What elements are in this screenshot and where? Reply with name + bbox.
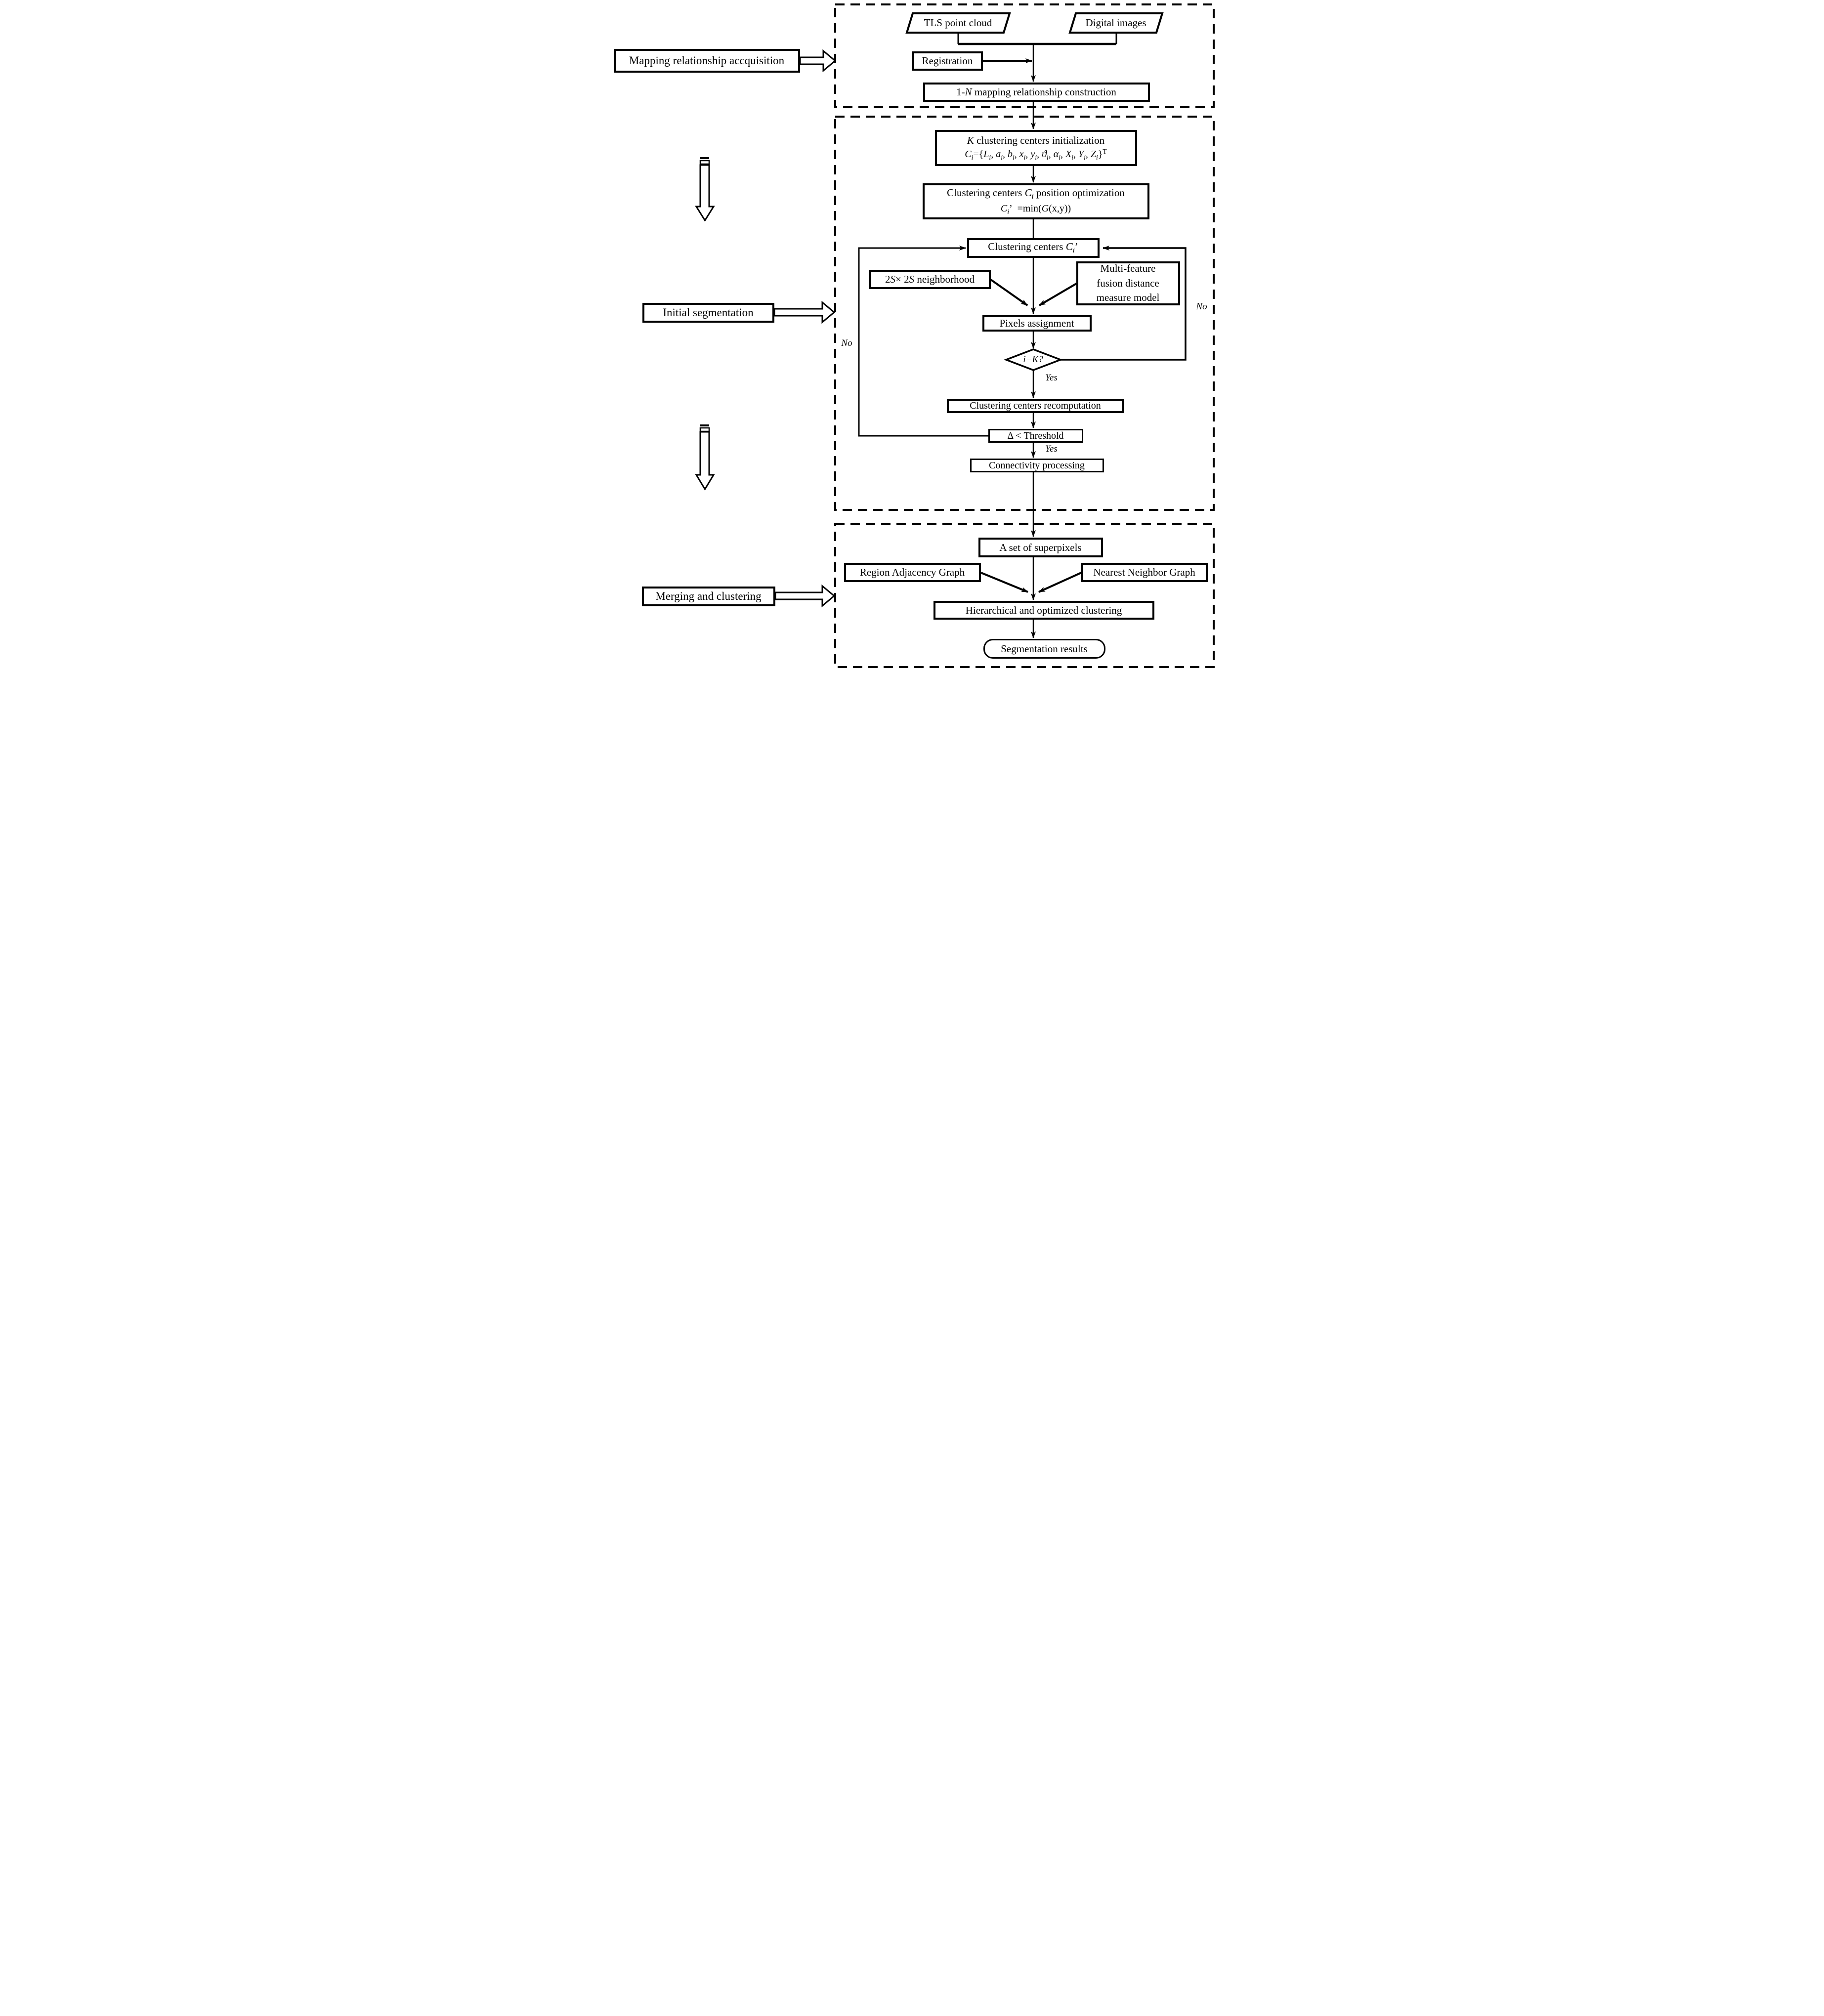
- phase-arrow-2-icon: [773, 300, 835, 324]
- connectivity-text: Connectivity processing: [989, 460, 1085, 471]
- decision-text: i=K?: [1023, 354, 1043, 365]
- phase-label-merging: Merging and clustering: [641, 587, 775, 606]
- phase-label-mapping: Mapping relationship accquisition: [613, 49, 800, 73]
- neighborhood-text: 2S× 2S neighborhood: [885, 273, 975, 286]
- no-right-text: No: [1196, 301, 1207, 312]
- phase-label-initial-text: Initial segmentation: [663, 306, 754, 319]
- flowchart: Mapping relationship accquisition Initia…: [608, 0, 1216, 672]
- edge-multifeature-diagonal: [1038, 283, 1077, 306]
- node-connectivity-processing: Connectivity processing: [970, 459, 1104, 472]
- node-mapping-construction: 1-N mapping relationship construction: [923, 83, 1150, 102]
- rag-text: Region Adjacency Graph: [859, 566, 965, 579]
- digital-parallelogram-shape: [1068, 12, 1164, 34]
- node-k-centers-initialization: K clustering centers initialization Ci={…: [934, 130, 1137, 166]
- phase-arrow-icons: [773, 49, 836, 608]
- node-position-optimization: Clustering centers Ci position optimizat…: [922, 183, 1149, 219]
- node-registration: Registration: [912, 51, 983, 71]
- phase-arrow-3-icon: [774, 584, 835, 608]
- node-region-adjacency-graph: Region Adjacency Graph: [844, 563, 981, 582]
- mapping-text: 1-N mapping relationship construction: [956, 86, 1116, 98]
- striped-down-arrow-2-icon: [694, 424, 715, 491]
- phase-frame-merging: [834, 523, 1215, 668]
- node-segmentation-results: Segmentation results: [983, 639, 1105, 659]
- node-nearest-neighbor-graph: Nearest Neighbor Graph: [1081, 563, 1208, 582]
- phase-label-initial: Initial segmentation: [642, 303, 774, 323]
- phase-arrow-1-icon: [799, 49, 836, 73]
- digital-text: Digital images: [1085, 17, 1146, 29]
- tls-text: TLS point cloud: [924, 17, 992, 29]
- edge-rag-diagonal: [980, 572, 1028, 593]
- node-tls-point-cloud: TLS point cloud: [907, 13, 1010, 33]
- node-delta-threshold: Δ < Threshold: [988, 429, 1083, 443]
- edge-label-no-right: No: [1190, 300, 1213, 313]
- recomputation-text: Clustering centers recomputation: [970, 400, 1101, 411]
- node-digital-images: Digital images: [1070, 13, 1162, 33]
- node-2s-neighborhood: 2S× 2S neighborhood: [869, 270, 991, 289]
- yes-decision-text: Yes: [1045, 373, 1058, 383]
- threshold-text: Δ < Threshold: [1007, 430, 1064, 441]
- hierarchical-text: Hierarchical and optimized clustering: [965, 604, 1122, 616]
- edge-threshold-no-loop: [858, 246, 988, 437]
- node-clustering-centers: Clustering centers Ci’: [967, 238, 1100, 258]
- phase-frame-mapping: [834, 3, 1215, 108]
- edge-neighborhood-diagonal: [990, 279, 1028, 306]
- registration-text: Registration: [922, 55, 973, 67]
- edge-label-yes-decision: Yes: [1039, 372, 1064, 384]
- centers-text: Clustering centers Ci’: [988, 241, 1078, 255]
- tls-parallelogram-shape: [905, 12, 1011, 34]
- no-left-text: No: [841, 338, 852, 348]
- phase-frame-initial: [834, 116, 1215, 511]
- node-pixels-assignment: Pixels assignment: [982, 315, 1092, 332]
- pixels-text: Pixels assignment: [999, 317, 1074, 329]
- node-superpixels-set: A set of superpixels: [978, 538, 1103, 557]
- decision-diamond-shape: [1003, 348, 1063, 371]
- edge-nng-diagonal: [1038, 572, 1082, 593]
- connector-layer: [694, 3, 1215, 668]
- edge-decision-no-loop: [1060, 246, 1187, 361]
- node-centers-recomputation: Clustering centers recomputation: [946, 399, 1124, 413]
- nng-text: Nearest Neighbor Graph: [1093, 566, 1195, 579]
- node-decision-i-equals-k: i=K?: [1006, 349, 1060, 370]
- kinit-line1: K clustering centers initialization: [967, 134, 1105, 146]
- results-text: Segmentation results: [1001, 642, 1088, 655]
- phase-label-merging-text: Merging and clustering: [655, 589, 762, 602]
- yes-threshold-text: Yes: [1045, 444, 1058, 454]
- edge-label-yes-threshold: Yes: [1039, 443, 1064, 455]
- striped-down-arrow-1-icon: [694, 157, 715, 222]
- edge-label-no-left: No: [836, 337, 858, 350]
- superpixels-text: A set of superpixels: [999, 541, 1082, 553]
- opt-line1: Clustering centers Ci position optimizat…: [947, 186, 1125, 201]
- opt-formula: Ci’ =min(G(x,y)): [1000, 203, 1071, 216]
- phase-label-mapping-text: Mapping relationship accquisition: [629, 54, 785, 67]
- kinit-formula: Ci={Li, ai, bi, xi, yi, ϑi, αi, Xi, Yi, …: [965, 147, 1107, 162]
- node-hierarchical-clustering: Hierarchical and optimized clustering: [933, 601, 1154, 620]
